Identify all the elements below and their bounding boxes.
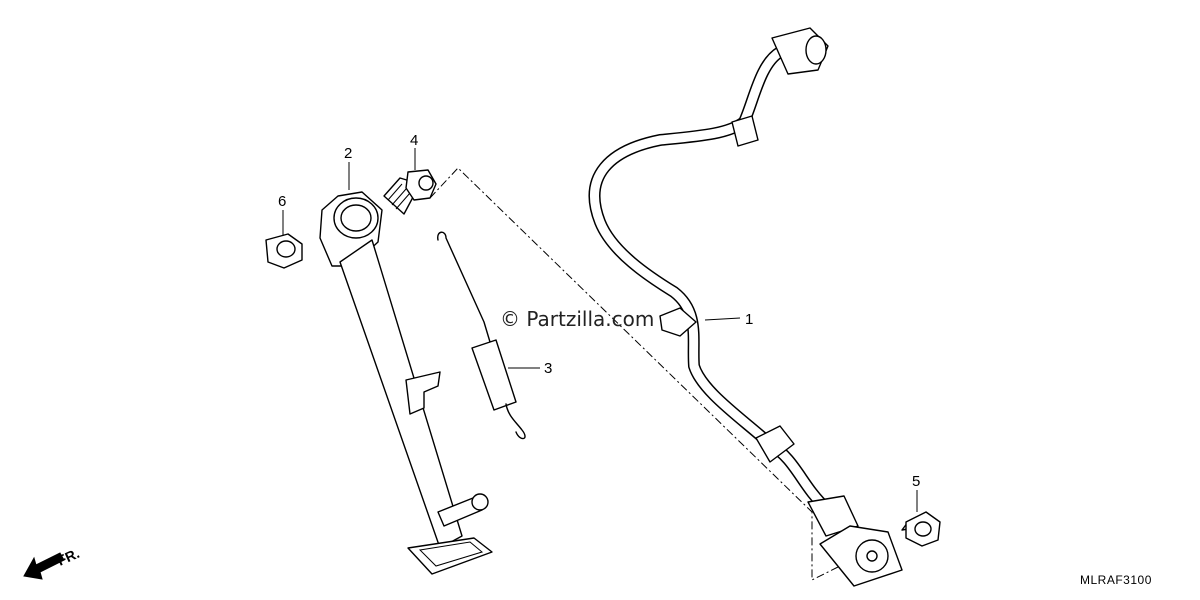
callout-3[interactable]: 3 bbox=[544, 360, 552, 377]
front-direction-label: FR. bbox=[55, 545, 82, 569]
callout-5[interactable]: 5 bbox=[912, 473, 920, 490]
flange-bolt-part[interactable] bbox=[901, 511, 941, 547]
diagram-code: MLRAF3100 bbox=[1080, 573, 1152, 587]
callout-2[interactable]: 2 bbox=[344, 145, 352, 162]
sidestand-switch-harness-part[interactable] bbox=[588, 27, 903, 587]
nut-part[interactable] bbox=[265, 233, 303, 269]
callout-4[interactable]: 4 bbox=[410, 132, 418, 149]
callout-6[interactable]: 6 bbox=[278, 193, 286, 210]
reference-lines bbox=[429, 167, 841, 581]
front-direction-indicator: FR. bbox=[23, 545, 82, 580]
watermark-text: © Partzilla.com bbox=[500, 307, 654, 331]
leader-lines bbox=[282, 148, 918, 512]
spring-part[interactable] bbox=[437, 231, 526, 440]
callout-1[interactable]: 1 bbox=[745, 311, 753, 328]
front-arrow-icon bbox=[23, 552, 65, 580]
bolt-part[interactable] bbox=[383, 169, 437, 215]
side-stand-part[interactable] bbox=[319, 191, 493, 575]
